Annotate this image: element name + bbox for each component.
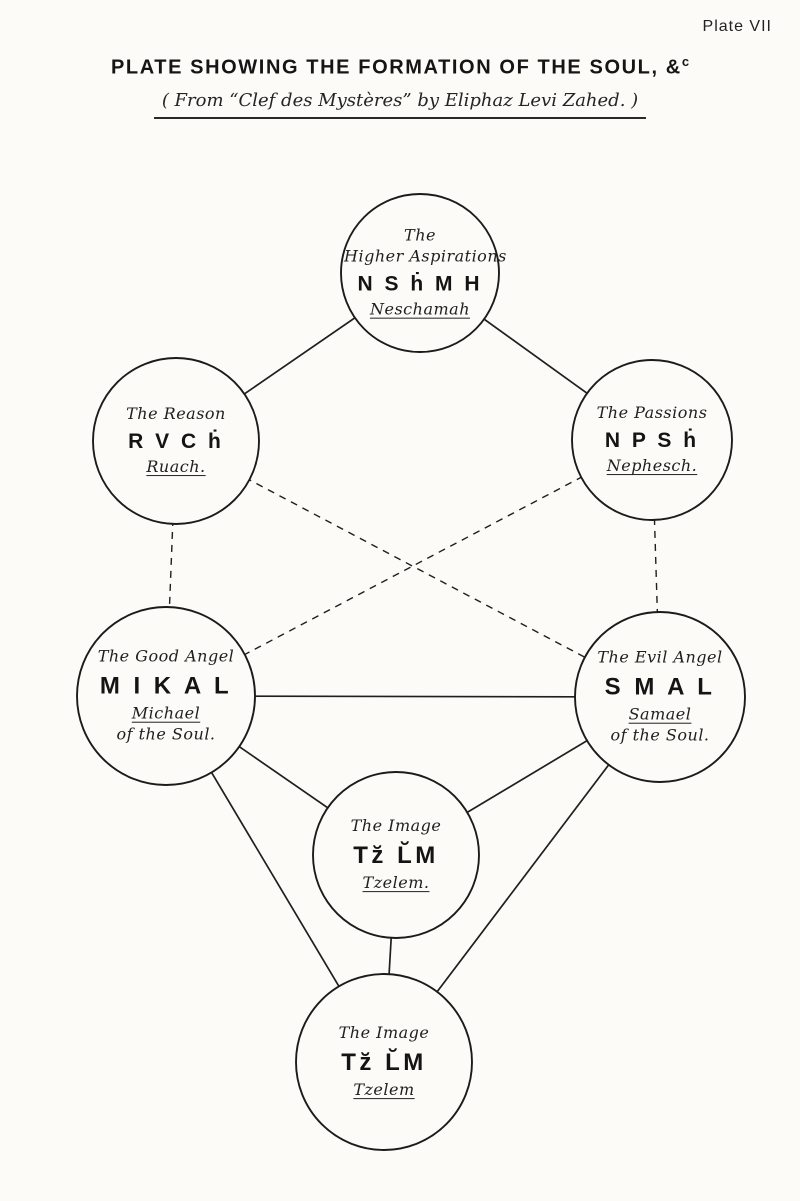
node-descriptor: The Good Angel	[97, 646, 235, 666]
node-descriptor: The Passions	[596, 403, 708, 423]
edge-nephesch-michael-dashed	[165, 439, 653, 697]
node-neschamah: The Higher Aspirations N S ḣ M H Nescham…	[344, 225, 507, 321]
circle-samael	[574, 611, 746, 783]
circle-tzelem-upper	[312, 771, 480, 939]
plate-number: Plate VII	[702, 18, 772, 35]
node-name: Ruach.	[146, 457, 206, 477]
node-descriptor: Higher Aspirations	[344, 246, 507, 266]
node-name: Neschamah	[370, 299, 470, 319]
circle-neschamah	[340, 193, 500, 353]
node-letters: R V C ḣ	[128, 429, 224, 453]
subtitle-row: ( From “Clef des Mystères” by Eliphaz Le…	[0, 90, 800, 119]
node-tzelem-lower: The Image Tz̆ L̆M Tzelem	[300, 1023, 468, 1101]
node-name: Michael	[131, 703, 201, 723]
node-tzelem-upper: The Image Tz̆ L̆M Tzelem.	[317, 816, 475, 894]
node-descriptor: of the Soul.	[116, 724, 216, 744]
node-letters: N P S ḣ	[604, 428, 700, 452]
node-descriptor: The Image	[338, 1023, 430, 1043]
node-ruach: The Reason R V C ḣ Ruach.	[97, 404, 255, 478]
node-nephesch: The Passions N P S ḣ Nephesch.	[576, 403, 728, 477]
node-name: Tzelem.	[362, 873, 430, 893]
page-subtitle: ( From “Clef des Mystères” by Eliphaz Le…	[153, 90, 647, 119]
node-letters: S M A L	[604, 673, 716, 701]
node-name: Nephesch.	[606, 456, 698, 476]
node-name: Samael	[628, 704, 692, 724]
node-descriptor: The Image	[350, 816, 442, 836]
circle-michael	[76, 606, 256, 786]
page-title: PLATE SHOWING THE FORMATION OF THE SOUL,…	[0, 54, 800, 80]
edge-ruach-samael-dashed	[175, 440, 661, 698]
title-text: PLATE SHOWING THE FORMATION OF THE SOUL,…	[110, 56, 682, 79]
node-descriptor: of the Soul.	[610, 725, 710, 745]
circle-nephesch	[571, 359, 733, 521]
node-samael: The Evil Angel S M A L Samael of the Sou…	[579, 648, 741, 747]
node-letters: Tz̆ L̆M	[353, 841, 439, 869]
node-letters: Tz̆ L̆M	[341, 1048, 427, 1076]
node-descriptor: The Evil Angel	[597, 647, 723, 667]
title-superscript: c	[681, 54, 690, 69]
node-descriptor: The	[404, 225, 436, 245]
node-michael: The Good Angel M I K A L Michael of the …	[81, 647, 251, 746]
circle-ruach	[92, 357, 260, 525]
node-letters: N S ḣ M H	[357, 272, 483, 296]
node-letters: M I K A L	[99, 672, 233, 700]
circle-tzelem-lower	[295, 973, 473, 1151]
node-name: Tzelem	[353, 1080, 415, 1100]
node-descriptor: The Reason	[126, 404, 226, 424]
